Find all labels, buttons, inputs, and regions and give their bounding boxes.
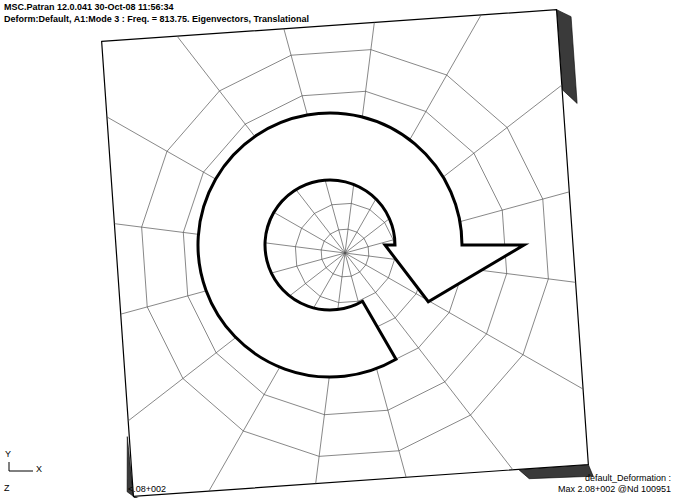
scale-value: <.08+002 [128, 485, 166, 495]
max-value: Max 2.08+002 @Nd 100951 [558, 485, 671, 495]
axis-triad [9, 462, 33, 471]
x-axis [9, 471, 33, 472]
header-text: MSC.Patran 12.0.041 30-Oct-08 11:56:34 [4, 3, 174, 13]
axis-label: Y [5, 450, 11, 460]
plate-mesh [102, 10, 594, 498]
result-label: default_Deformation : [585, 474, 671, 484]
rotation-arrow [198, 113, 524, 377]
axis-label: Z [4, 484, 10, 494]
mesh-line [142, 50, 549, 457]
axis-label: X [36, 465, 42, 475]
y-axis [9, 462, 10, 471]
plate-outline [102, 10, 589, 497]
mesh-line [295, 203, 394, 302]
result-title: Deform:Default, A1:Mode 3 : Freq. = 813.… [4, 15, 309, 25]
mesh-line [321, 229, 369, 277]
